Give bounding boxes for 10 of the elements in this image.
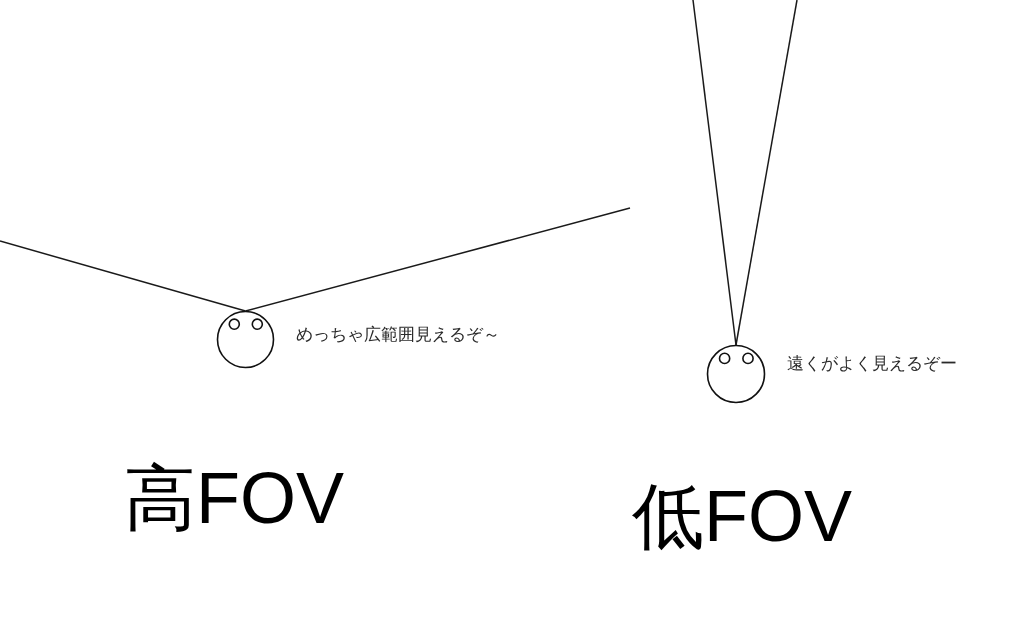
face-drawing	[706, 344, 766, 404]
speech-text: めっちゃ広範囲見えるぞ～	[296, 325, 500, 345]
fov-caption: 高FOV	[124, 458, 344, 538]
sight-line	[0, 240, 247, 312]
fov-caption: 低FOV	[632, 476, 852, 556]
face-drawing	[216, 310, 275, 369]
sight-line	[244, 207, 631, 312]
speech-text: 遠くがよく見えるぞー	[787, 354, 957, 374]
sight-line	[692, 0, 737, 346]
sight-line	[735, 0, 798, 346]
